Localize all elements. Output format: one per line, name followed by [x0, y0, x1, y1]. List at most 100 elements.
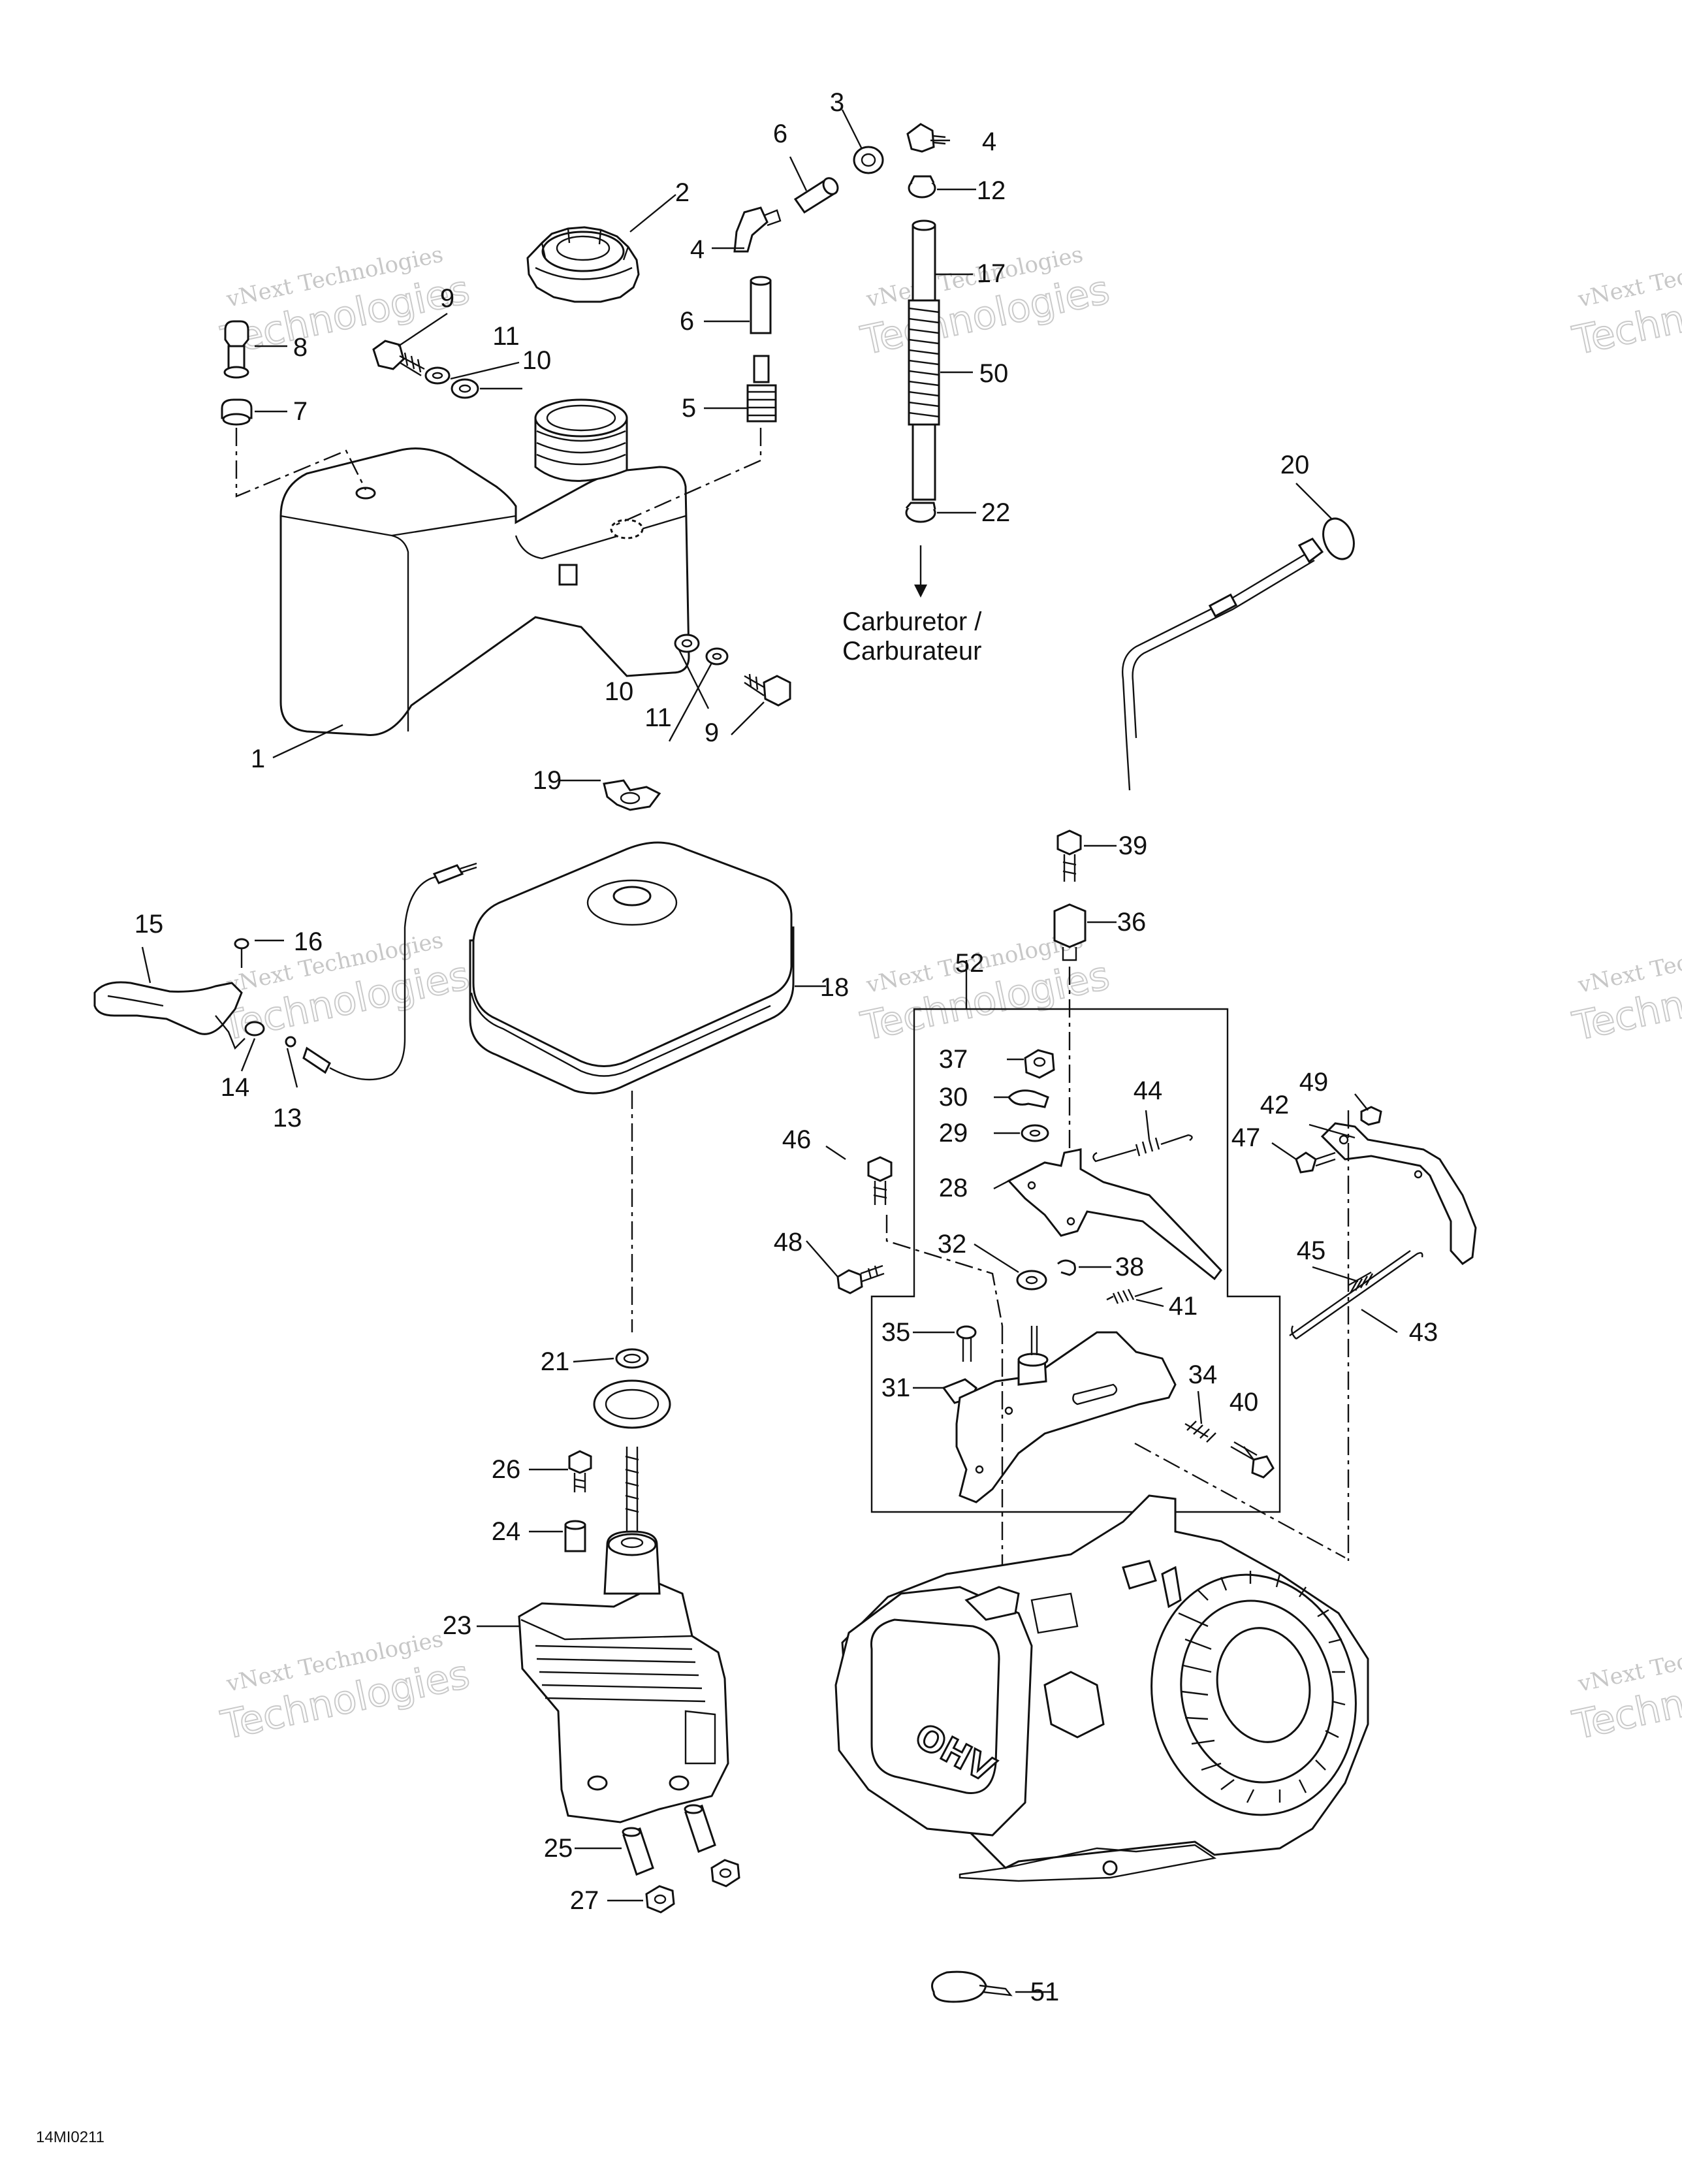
nut-27-right [710, 1859, 740, 1887]
callout-4-left: 4 [690, 235, 705, 264]
leader-lines [141, 109, 1398, 1993]
callout-23: 23 [443, 1611, 472, 1640]
nut-14 [244, 1021, 265, 1036]
screw-16 [234, 938, 249, 968]
callout-43: 43 [1409, 1318, 1438, 1347]
callout-38: 38 [1115, 1253, 1145, 1281]
callout-9-top: 9 [440, 284, 454, 313]
washer-29 [1021, 1124, 1049, 1142]
callout-7: 7 [293, 397, 308, 426]
callout-49: 49 [1299, 1068, 1329, 1097]
callout-11-bottom: 11 [644, 703, 672, 732]
cable-tie-51 [931, 1970, 1013, 2003]
lock-washer-11-bottom [705, 647, 729, 666]
screw-47 [1295, 1151, 1336, 1174]
callout-36: 36 [1117, 908, 1147, 937]
callout-labels: 1 2 3 4 4 5 6 6 7 8 9 9 10 10 11 11 12 1… [135, 88, 1438, 2006]
vent-path [235, 428, 367, 498]
screw-35 [956, 1325, 977, 1362]
callout-40: 40 [1230, 1388, 1259, 1417]
bolt-46 [867, 1156, 893, 1205]
callout-25: 25 [544, 1834, 573, 1863]
callout-16: 16 [294, 927, 323, 956]
callout-9-bottom: 9 [705, 718, 719, 747]
callout-30: 30 [939, 1083, 968, 1112]
callout-48: 48 [774, 1228, 803, 1257]
air-filter-base-23 [518, 1530, 729, 1823]
screw-40 [1230, 1441, 1275, 1479]
bushing-25-right [684, 1804, 716, 1853]
callout-26: 26 [492, 1455, 521, 1484]
callout-29: 29 [939, 1119, 968, 1148]
callout-17: 17 [977, 259, 1006, 288]
callout-45: 45 [1297, 1236, 1326, 1265]
air-filter-cover [469, 841, 795, 1095]
nut-49 [1360, 1106, 1382, 1126]
link-rod-43 [1289, 1250, 1423, 1340]
spring-sleeve-50 [908, 299, 940, 426]
washer-10-top [451, 378, 479, 399]
filter-5 [746, 355, 777, 423]
bolt-26 [568, 1450, 592, 1492]
callout-35: 35 [881, 1318, 911, 1347]
carburetor-note-line2: Carburateur [842, 637, 981, 666]
hose-6-lower [750, 276, 772, 334]
cable-end-13 [285, 1036, 331, 1074]
callout-46: 46 [782, 1125, 812, 1154]
callout-41: 41 [1169, 1292, 1198, 1321]
callout-15: 15 [135, 910, 164, 939]
hose-6-upper [793, 177, 839, 214]
callout-11-top: 11 [492, 322, 520, 351]
callout-20: 20 [1280, 451, 1310, 479]
governor-lever-28 [1007, 1148, 1222, 1281]
grommet-21 [615, 1348, 649, 1369]
watermark: vNext Technologies Technologies [217, 241, 475, 364]
callout-18: 18 [820, 973, 849, 1002]
throttle-lever [93, 981, 246, 1050]
bushing-24 [564, 1520, 586, 1552]
choke-cable [1122, 517, 1355, 791]
figure-code: 14MI0211 [36, 2128, 104, 2146]
callout-13: 13 [273, 1104, 302, 1132]
clip-38 [1057, 1259, 1076, 1276]
clamp-22 [905, 502, 936, 523]
callout-8: 8 [293, 333, 308, 362]
elbow-fitting-4-left [733, 206, 782, 253]
callout-21: 21 [541, 1347, 570, 1376]
screw-39 [1056, 829, 1082, 882]
callout-10-bottom: 10 [605, 677, 634, 706]
engine-axis-line-2 [1134, 1442, 1346, 1559]
cable-fitting [432, 862, 477, 884]
washer-32 [1016, 1270, 1047, 1291]
watermark: vNext Technologies Technologies [1568, 241, 1682, 364]
callout-6-upper: 6 [773, 120, 787, 148]
watermark: vNext Technologies Technologies [857, 241, 1115, 364]
callout-2: 2 [675, 178, 690, 207]
callout-6-lower: 6 [680, 307, 694, 336]
callout-27: 27 [570, 1886, 599, 1915]
wing-nut-19 [603, 779, 661, 811]
spring-44 [1092, 1134, 1193, 1163]
callout-44: 44 [1134, 1076, 1163, 1105]
callout-14: 14 [221, 1073, 250, 1102]
callout-3: 3 [830, 88, 844, 117]
callout-50: 50 [979, 359, 1009, 388]
callout-24: 24 [492, 1517, 521, 1546]
filler-neck [534, 398, 628, 482]
spacer-36 [1053, 903, 1087, 961]
callout-31: 31 [881, 1373, 911, 1402]
bushing-25-left [622, 1827, 654, 1876]
callout-22: 22 [981, 498, 1011, 527]
throttle-cable [329, 871, 451, 1081]
vent-valve [221, 320, 253, 426]
engine: OHV [834, 1494, 1369, 1882]
callout-32: 32 [938, 1230, 967, 1259]
callout-4-right: 4 [982, 127, 996, 156]
watermark: vNext Technologies Technologies [1568, 1626, 1682, 1749]
gasket-ring [593, 1379, 671, 1429]
watermark: vNext Technologies Technologies [1568, 927, 1682, 1050]
callout-42: 42 [1260, 1091, 1290, 1119]
clip-30 [1008, 1089, 1049, 1108]
spring-34 [1184, 1421, 1216, 1443]
fuel-tank [279, 447, 690, 736]
